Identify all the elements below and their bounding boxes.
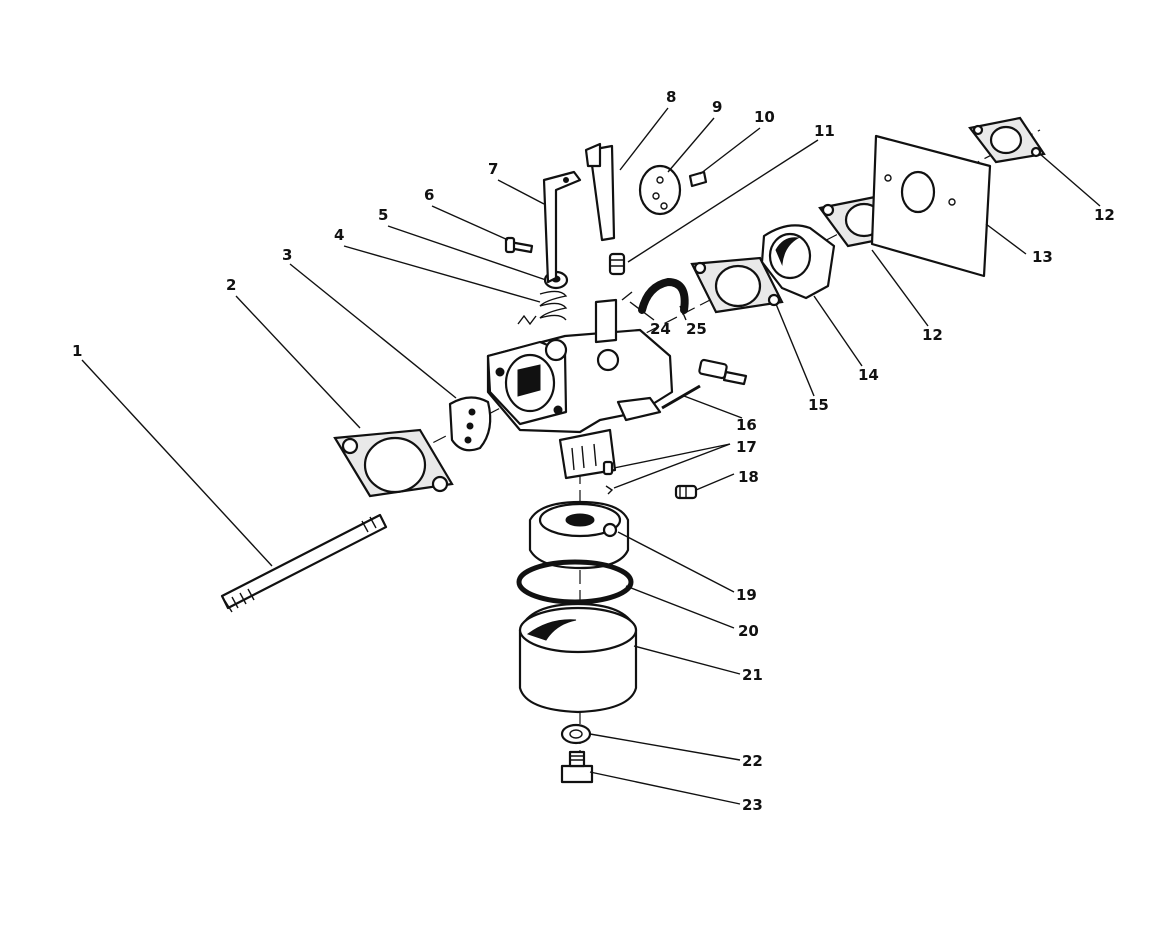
callout-15: 15 <box>808 396 829 414</box>
part-screw-18 <box>674 484 698 500</box>
part-washer <box>560 723 592 745</box>
callout-3: 3 <box>282 246 292 264</box>
callout-25: 25 <box>686 320 707 338</box>
part-float-bowl <box>518 602 638 714</box>
callout-18: 18 <box>738 468 759 486</box>
callout-5: 5 <box>378 206 388 224</box>
callout-11: 11 <box>814 122 835 140</box>
part-gasket-left <box>333 428 454 498</box>
callout-17: 17 <box>736 438 757 456</box>
callout-labels: 1 2 3 4 5 6 7 8 9 10 11 12 12 13 14 15 1… <box>72 88 1115 814</box>
part-needle <box>661 384 701 410</box>
callout-20: 20 <box>738 622 759 640</box>
part-insulator <box>760 224 836 300</box>
part-mixture-screw <box>698 358 748 386</box>
callout-13: 13 <box>1032 248 1053 266</box>
part-carburetor-body <box>486 298 674 480</box>
callout-10: 10 <box>754 108 775 126</box>
part-throttle-shaft <box>584 142 616 242</box>
part-gasket-15 <box>690 256 784 314</box>
callout-8: 8 <box>666 88 676 106</box>
part-choke-shaft <box>542 170 582 284</box>
part-pins-17 <box>602 460 614 495</box>
part-o-ring <box>516 559 634 605</box>
leader-lines <box>81 107 1101 805</box>
callout-24: 24 <box>650 320 671 338</box>
part-screw-6 <box>504 236 534 254</box>
callout-7: 7 <box>488 160 498 178</box>
part-nut <box>560 750 594 784</box>
callout-21: 21 <box>742 666 763 684</box>
part-plate <box>870 134 992 278</box>
callout-14: 14 <box>858 366 879 384</box>
part-idle-screw <box>608 252 626 276</box>
callout-1: 1 <box>72 342 82 360</box>
part-throttle-plate <box>448 396 492 452</box>
callout-16: 16 <box>736 416 757 434</box>
callout-22: 22 <box>742 752 763 770</box>
callout-19: 19 <box>736 586 757 604</box>
part-stud <box>220 513 388 613</box>
part-fuel-tube <box>621 277 689 314</box>
callout-4: 4 <box>334 226 344 244</box>
callout-2: 2 <box>226 276 236 294</box>
callout-12-middle: 12 <box>922 326 943 344</box>
callout-9: 9 <box>712 98 722 116</box>
part-choke-plate <box>638 164 682 216</box>
callout-6: 6 <box>424 186 434 204</box>
part-gasket-12-right <box>968 116 1046 164</box>
part-screw-10 <box>688 170 708 188</box>
part-spring <box>517 290 568 326</box>
part-float <box>528 500 630 570</box>
callout-12-right: 12 <box>1094 206 1115 224</box>
callout-23: 23 <box>742 796 763 814</box>
